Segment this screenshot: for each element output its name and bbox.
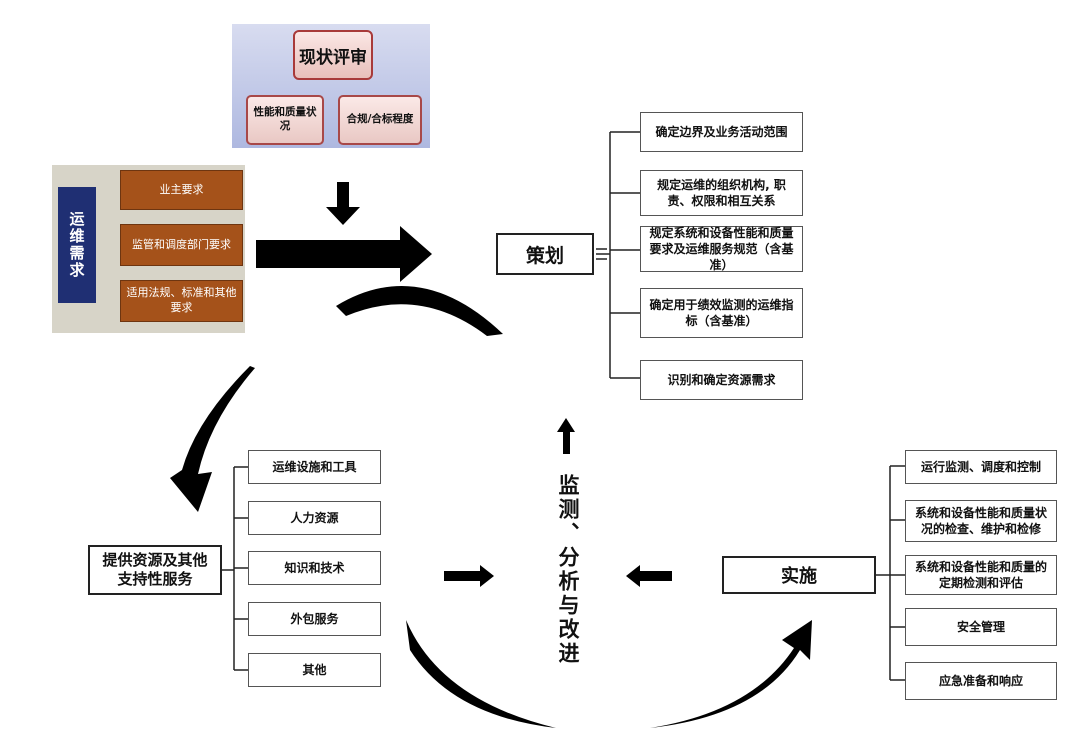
planning-bracket [596,131,640,379]
implementation-item-safety: 安全管理 [905,608,1057,646]
req-item-owner: 业主要求 [120,170,243,210]
curve-arrow-bottom-left [406,620,556,728]
resources-item-knowledge: 知识和技术 [248,551,381,585]
up-arrow-icon [557,418,575,454]
implementation-item-inspection: 系统和设备性能和质量状况的检查、维护和检修 [905,500,1057,542]
small-right-arrow-icon [444,565,494,587]
planning-item-requirements: 规定系统和设备性能和质量要求及运维服务规范（含基准） [640,226,803,272]
status-review-title: 现状评审 [293,30,373,80]
small-left-arrow-icon [626,565,672,587]
planning-title: 策划 [496,233,594,275]
planning-item-organization: 规定运维的组织机构, 职责、权限和相互关系 [640,170,803,216]
monitoring-label: 监测、分析与改进 [556,474,580,666]
review-item-performance: 性能和质量状况 [246,95,324,145]
resources-item-human: 人力资源 [248,501,381,535]
resources-bracket [222,466,248,671]
resources-item-facilities: 运维设施和工具 [248,450,381,484]
implementation-item-testing: 系统和设备性能和质量的定期检测和评估 [905,555,1057,595]
right-arrow-icon [256,226,432,282]
implementation-item-monitoring: 运行监测、调度和控制 [905,450,1057,484]
resources-title: 提供资源及其他支持性服务 [88,545,222,595]
requirements-label: 运维需求 [58,187,96,303]
resources-item-outsourcing: 外包服务 [248,602,381,636]
down-arrow-icon [326,182,360,225]
planning-item-scope: 确定边界及业务活动范围 [640,112,803,152]
implementation-bracket [876,465,905,681]
req-item-laws: 适用法规、标准和其他要求 [120,280,243,322]
curve-arrow-top [336,285,503,336]
review-item-compliance: 合规/合标程度 [338,95,422,145]
req-item-regulator: 监管和调度部门要求 [120,224,243,266]
curve-arrow-bottom-right-icon [650,620,812,728]
planning-item-resources: 识别和确定资源需求 [640,360,803,400]
planning-item-indicators: 确定用于绩效监测的运维指标（含基准） [640,288,803,338]
implementation-item-emergency: 应急准备和响应 [905,662,1057,700]
curve-arrow-left-icon [170,366,255,512]
implementation-title: 实施 [722,556,876,594]
resources-item-other: 其他 [248,653,381,687]
